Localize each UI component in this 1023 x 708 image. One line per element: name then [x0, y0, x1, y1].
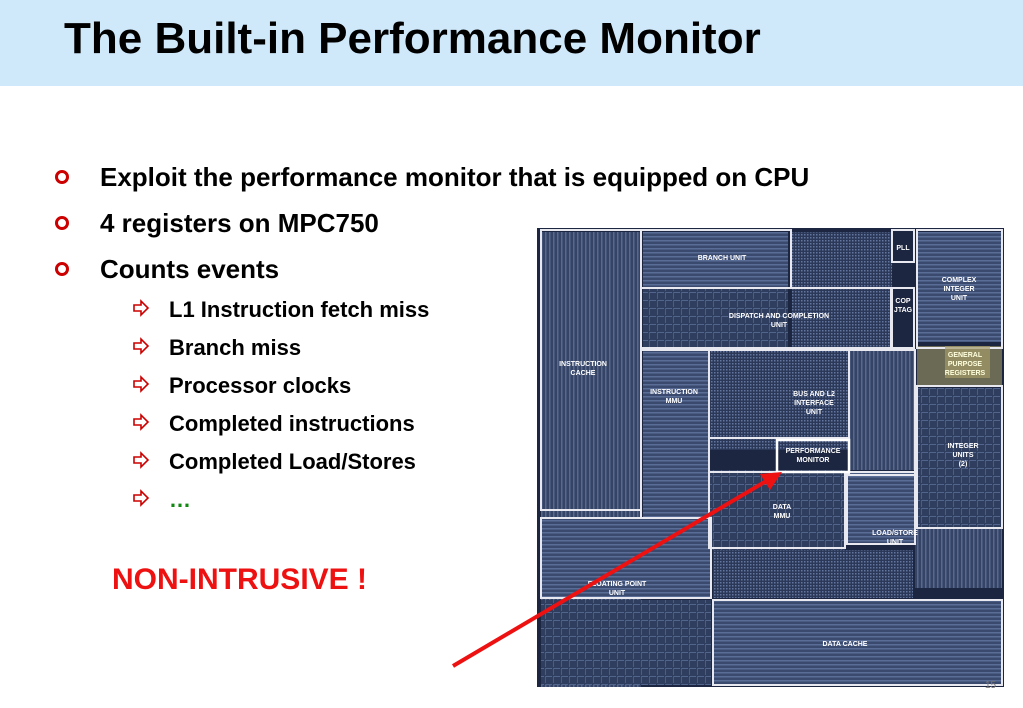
- die-label-cop-1: COP: [895, 298, 911, 305]
- die-label-perf-2: MONITOR: [797, 457, 830, 464]
- die-label-gpr-1: GENERAL: [948, 352, 983, 359]
- die-label-dmmu-1: DATA: [773, 504, 791, 511]
- die-label-perf-1: PERFORMANCE: [786, 448, 841, 455]
- die-label-pll: PLL: [896, 245, 910, 252]
- hollow-arrow-icon: [133, 375, 150, 393]
- die-label-complex-3: UNIT: [951, 295, 968, 302]
- title-bar: [0, 0, 1023, 86]
- die-label-gpr-2: PURPOSE: [948, 361, 983, 368]
- die-label-cop-2: JTAG: [894, 307, 913, 314]
- circle-bullet-icon: [55, 216, 69, 230]
- die-label-branch-unit: BRANCH UNIT: [698, 255, 747, 262]
- hollow-arrow-icon: [133, 299, 150, 317]
- die-label-complex-2: INTEGER: [943, 286, 974, 293]
- die-label-fpu-2: UNIT: [609, 590, 626, 597]
- die-label-lsu-2: UNIT: [887, 539, 904, 546]
- mpc750-die-photo: BRANCH UNIT PLL COMPLEX INTEGER UNIT COP…: [537, 228, 1004, 687]
- die-label-int-1: INTEGER: [947, 443, 978, 450]
- die-label-immu-1: INSTRUCTION: [650, 389, 698, 396]
- hollow-arrow-icon: [133, 451, 150, 469]
- die-label-biu-2: INTERFACE: [794, 400, 834, 407]
- die-label-biu-3: UNIT: [806, 409, 823, 416]
- die-label-int-3: (2): [959, 461, 968, 468]
- die-label-icache-1: INSTRUCTION: [559, 361, 607, 368]
- sub-bullet-text: …: [169, 487, 191, 512]
- die-label-fpu-1: FLOATING POINT: [588, 581, 647, 588]
- sub-bullet-text: L1 Instruction fetch miss: [169, 297, 430, 322]
- slide-title: The Built-in Performance Monitor: [64, 14, 761, 63]
- die-label-gpr-3: REGISTERS: [945, 370, 986, 377]
- sub-bullet-text: Processor clocks: [169, 373, 352, 398]
- die-label-dispatch-1: DISPATCH AND COMPLETION: [729, 313, 829, 320]
- die-label-complex-1: COMPLEX: [942, 277, 977, 284]
- bullet-text: 4 registers on MPC750: [100, 208, 379, 238]
- sub-bullet-text: Completed Load/Stores: [169, 449, 416, 474]
- die-label-int-2: UNITS: [953, 452, 974, 459]
- bullet-text: Counts events: [100, 254, 280, 284]
- bullet-text: Exploit the performance monitor that is …: [100, 162, 810, 192]
- die-label-dcache: DATA CACHE: [823, 641, 868, 648]
- die-label-dispatch-2: UNIT: [771, 322, 788, 329]
- die-label-icache-2: CACHE: [571, 370, 596, 377]
- die-label-dmmu-2: MMU: [774, 513, 791, 520]
- die-label-lsu-1: LOAD/STORE: [872, 530, 918, 537]
- sub-bullet-text: Completed instructions: [169, 411, 415, 436]
- hollow-arrow-icon: [133, 413, 150, 431]
- circle-bullet-icon: [55, 170, 69, 184]
- die-label-immu-2: MMU: [666, 398, 683, 405]
- page-number: 15: [985, 680, 997, 691]
- hollow-arrow-icon: [133, 337, 150, 355]
- sub-bullet-text: Branch miss: [169, 335, 302, 360]
- non-intrusive-callout: NON-INTRUSIVE !: [112, 563, 367, 596]
- circle-bullet-icon: [55, 262, 69, 276]
- hollow-arrow-icon: [133, 489, 150, 507]
- die-label-biu-1: BUS AND L2: [793, 391, 835, 398]
